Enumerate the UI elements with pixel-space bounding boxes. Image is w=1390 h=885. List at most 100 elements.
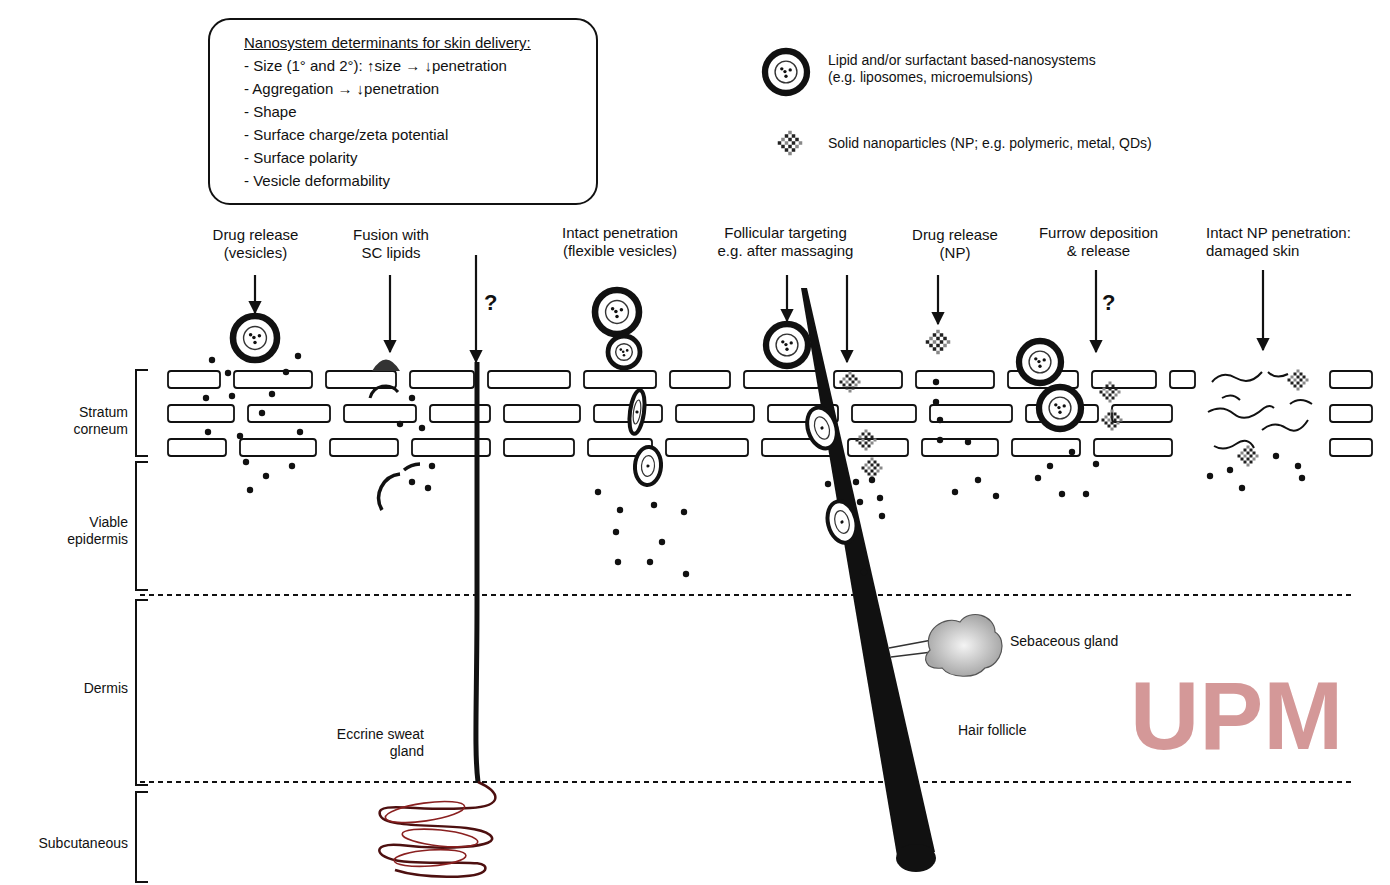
layer-label: Stratum corneum [40,404,128,438]
gland-duct [889,640,932,648]
nanoparticle-cell [871,458,874,461]
nanoparticle-cell [1106,391,1109,394]
drug-molecule [237,433,243,439]
vesicle-content [1034,357,1037,360]
drug-molecule [203,395,209,401]
nanoparticle-cell [929,344,933,348]
drug-molecule [825,481,831,487]
nanoparticle-cell [933,347,937,351]
sweat-coil [379,782,495,877]
label-slot: Stratum corneum [40,404,128,438]
damaged-corneocyte [1208,406,1274,418]
vesicle-content [785,348,788,351]
nanoparticle-cell [799,141,803,145]
vesicle-content [249,333,253,337]
nanoparticle-cell [1111,416,1114,419]
vesicle-content [614,310,618,314]
nanoparticle-cell [1256,455,1259,458]
nanoparticle-cell [862,439,865,442]
label-slot: Drug release (NP) [910,226,1000,262]
nanoparticle-cell [795,145,799,149]
legend-text: Lipid and/or surfactant based-nanosystem… [828,52,1098,86]
vesicle-content [783,70,786,73]
nanoparticle-cell [1247,458,1250,461]
nanoparticle-cell [1288,379,1291,382]
drug-molecule [297,429,303,435]
nanoparticle-cell [846,387,849,390]
label-slot: Subcutaneous [8,835,128,852]
mechanism-label: Follicular targeting e.g. after massagin… [713,224,858,260]
layer-label: Viable epidermis [40,514,128,548]
corneocyte [168,405,234,422]
nanoparticle-cell [1120,419,1123,422]
layer-bracket [136,600,148,785]
vesicle-content [1043,358,1046,361]
nanoparticle-cell [1253,458,1256,461]
nanoparticle-cell [792,134,796,138]
pointer-arrow [389,275,391,352]
vesicle-content [1037,360,1040,363]
nanoparticle-cell [871,470,874,473]
nanoparticle-cell [856,439,859,442]
vesicle-content [253,341,257,345]
nanoparticle-cell [1117,422,1120,425]
nanoparticle-cell [868,473,871,476]
corneocyte [410,371,474,388]
nanoparticle-cell [947,340,951,344]
nanoparticle-cell [1300,385,1303,388]
layer-bracket [136,462,148,590]
drug-molecule [1083,491,1089,497]
nanoparticle-cell [852,375,855,378]
nanoparticle-cell [865,464,868,467]
nanoparticle-cell [781,145,785,149]
vesicle-shell [608,336,640,368]
nanoparticle-cell [1297,382,1300,385]
drug-molecule [1295,463,1301,469]
drug-molecule [615,559,621,565]
vesicle-content [1058,411,1061,414]
legend-entry: Lipid and/or surfactant based-nanosystem… [828,52,1098,86]
nanoparticle-cell [940,333,944,337]
nanoparticle-cell [862,445,865,448]
nanoparticle-cell [1244,455,1247,458]
nanoparticle-cell [1241,452,1244,455]
nanoparticle-cell [1115,394,1118,397]
nanoparticle-cell [1114,419,1117,422]
nanoparticle-cell [855,378,858,381]
nanoparticle-cell [852,381,855,384]
drug-molecule [1035,475,1041,481]
pointer-arrow [254,275,256,313]
nanoparticle-cell [865,436,868,439]
drug-molecule [1273,453,1279,459]
box-item: - Size (1° and 2°): ↑size → ↓penetration [244,54,584,77]
corneocyte [504,405,580,422]
mechanism-label: Intact NP penetration: damaged skin [1206,224,1376,260]
vesicle-core [775,61,797,83]
vesicle [765,51,807,93]
nanoparticle-cell [788,145,792,149]
drug-molecule [409,479,415,485]
nanoparticle-cell [855,384,858,387]
drug-molecule [861,569,867,575]
nanoparticle-cell [862,467,865,470]
pointer-arrow [846,275,848,362]
drug-molecule [419,425,425,431]
nanoparticle-cell [792,141,796,145]
question-mark: ? [1102,290,1115,316]
nanoparticle-cell [781,138,785,142]
nanoparticle-cell [778,141,782,145]
vesicle-content [258,334,262,338]
nanoparticle-cell [1108,413,1111,416]
label-slot: Dermis [40,680,128,697]
vesicle-shell [627,389,647,435]
nanoparticle-cell [795,138,799,142]
nanoparticle-cell [785,134,789,138]
nanoparticle-cell [1105,422,1108,425]
sweat-coil-loop [394,848,467,869]
question-mark: ? [484,290,497,316]
drug-molecule [243,459,249,465]
corneocyte [240,439,316,456]
drug-molecule [295,353,301,359]
drug-molecule [975,477,981,483]
label-slot: Viable epidermis [40,514,128,548]
